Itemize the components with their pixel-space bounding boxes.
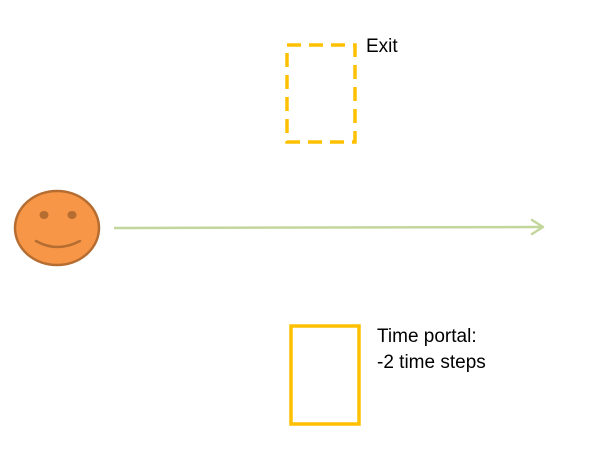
exit-box [285, 43, 357, 144]
exit-label: Exit [366, 36, 398, 57]
right-eye [67, 211, 77, 219]
time-portal-label-line1: Time portal: [377, 326, 477, 347]
face-circle [13, 189, 101, 267]
left-eye [39, 211, 49, 219]
smile [34, 239, 82, 249]
time-portal-label: Time portal: -2 time steps [377, 324, 486, 376]
movement-arrow [113, 218, 545, 236]
time-portal-box [289, 324, 361, 426]
arrow-shaft [113, 225, 543, 230]
time-portal-label-line2: -2 time steps [377, 352, 486, 373]
smiley-face-icon [13, 189, 101, 267]
arrow-head [530, 218, 545, 236]
